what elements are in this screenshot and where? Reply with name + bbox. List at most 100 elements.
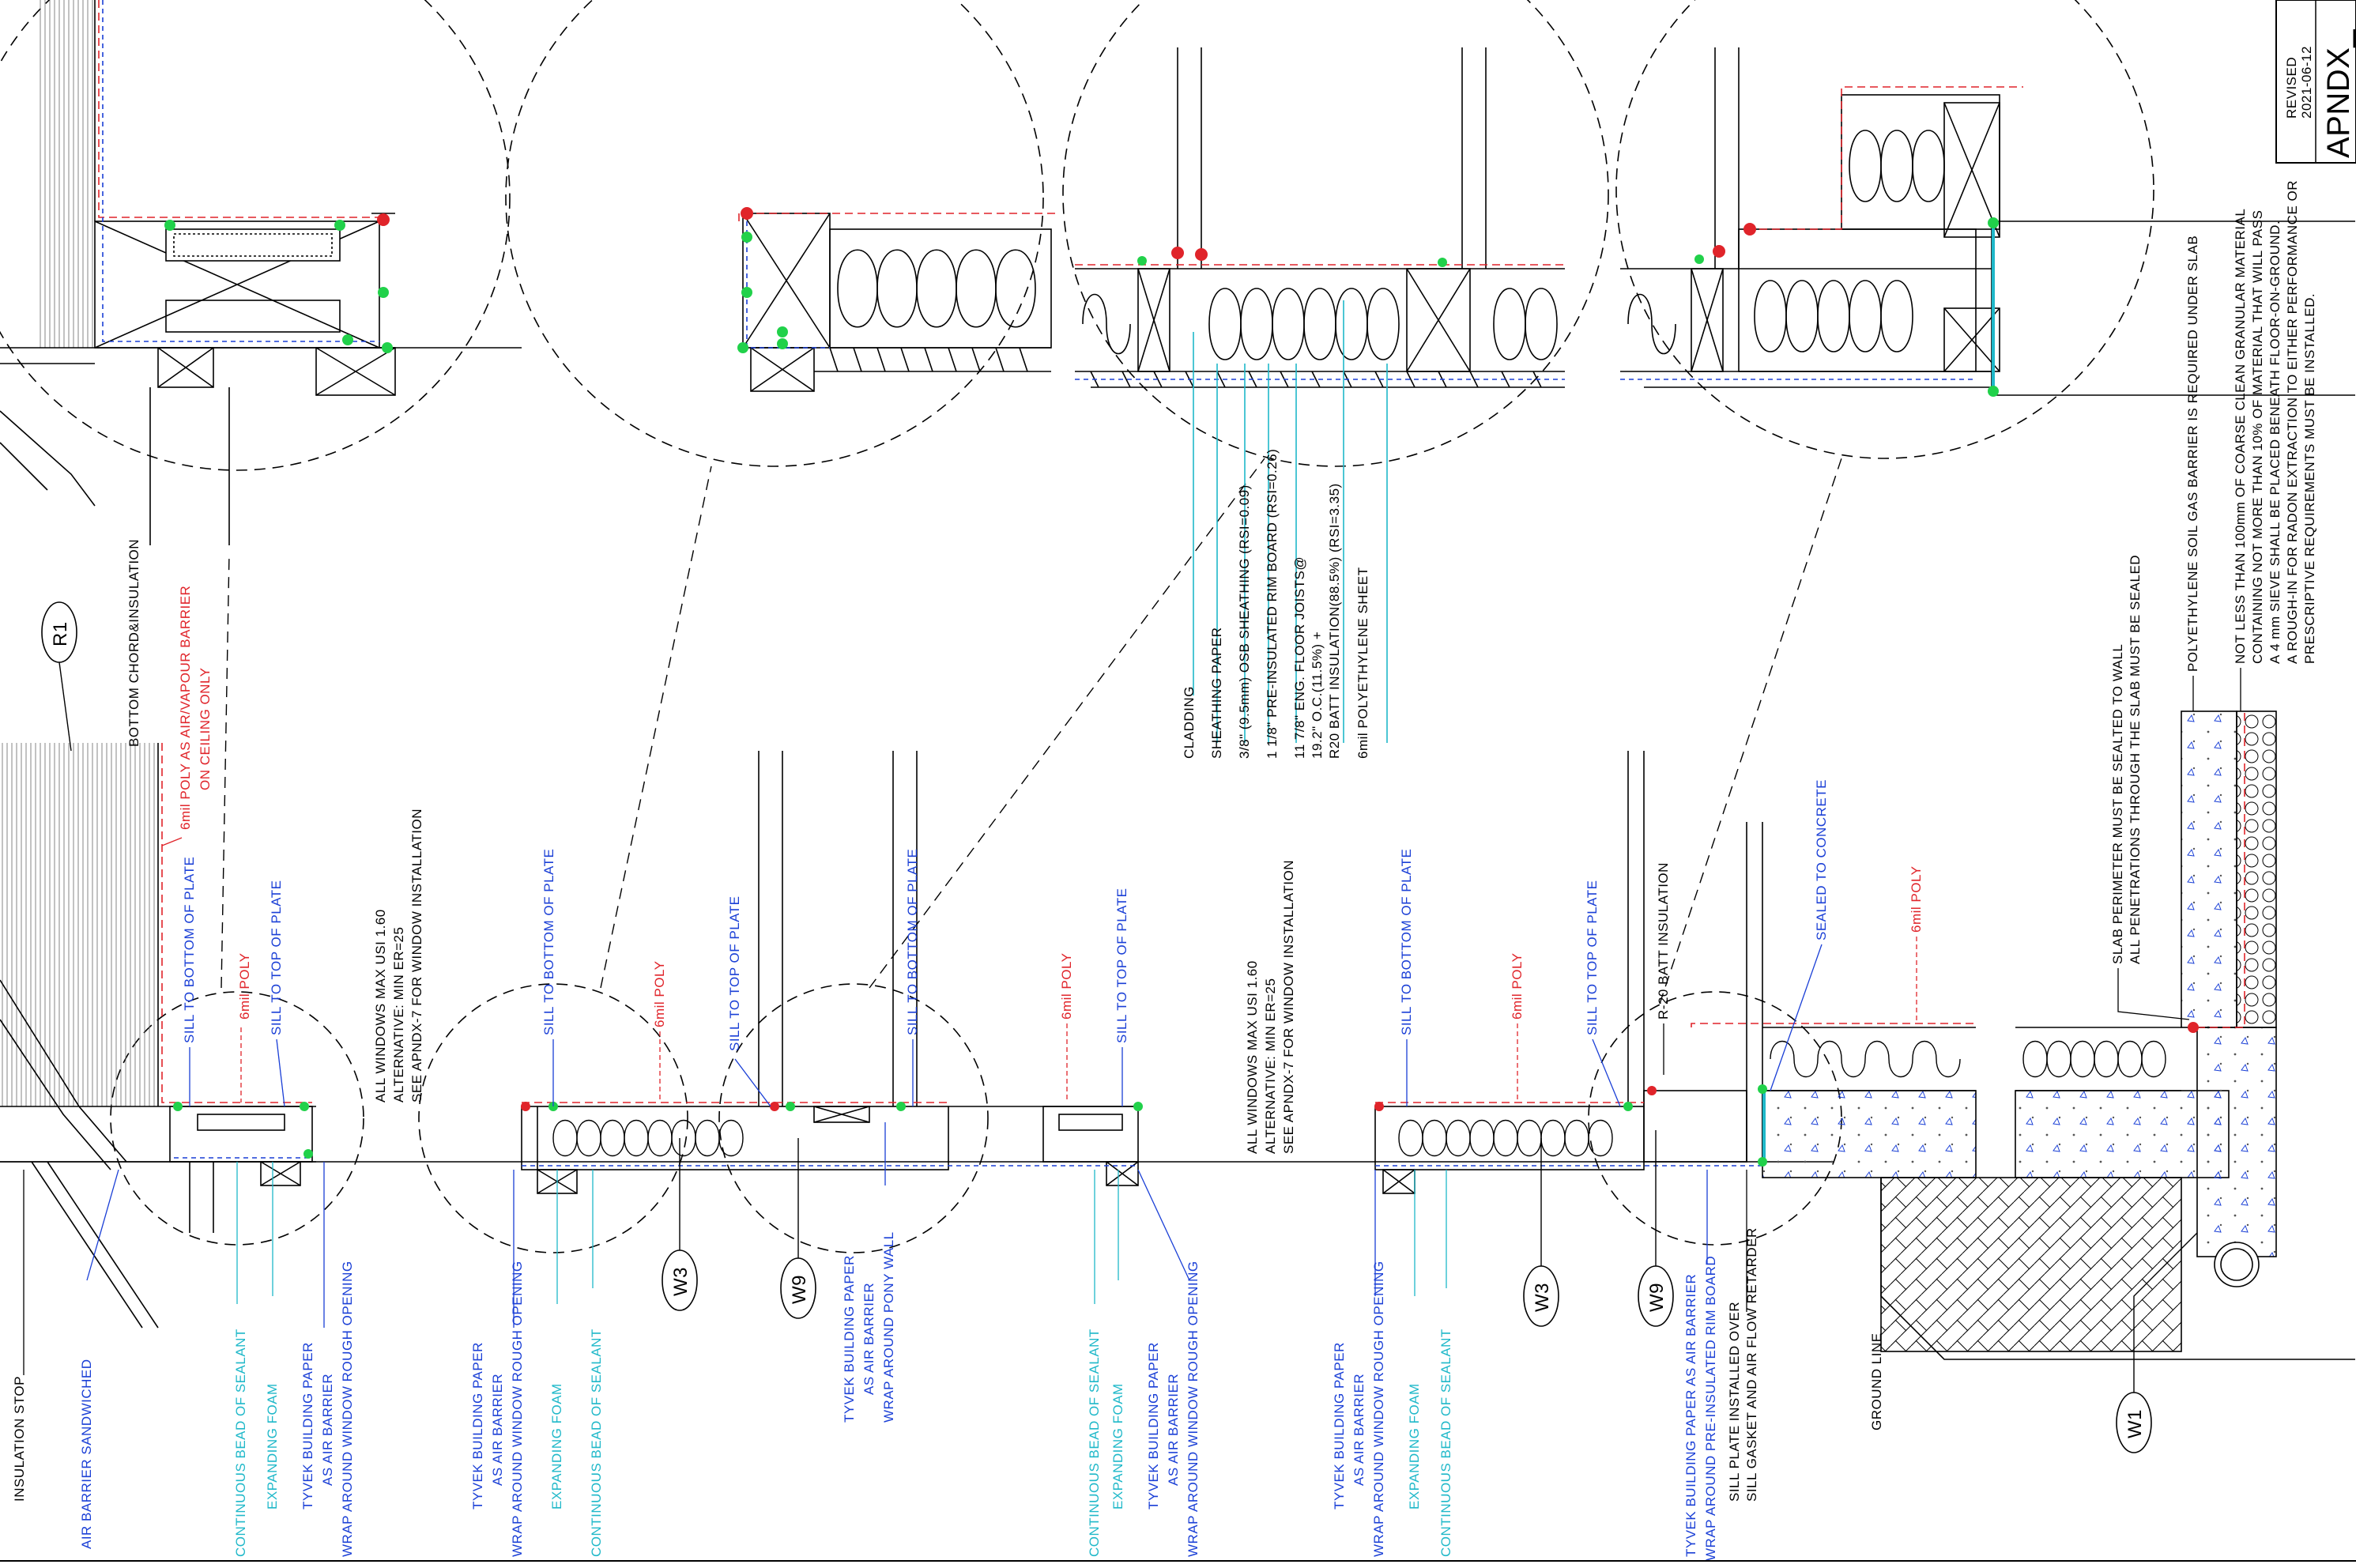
label-sill-bottom-1: SILL TO BOTTOM OF PLATE [182,857,197,1043]
label-leaders [23,668,2241,1375]
label-layer-sheathing-paper: SHEATHING PAPER [1209,627,1224,759]
label-granular-b: CONTAINING NOT MORE THAN 10% OF MATERIAL… [2250,210,2265,664]
label-expanding-foam-2: EXPANDING FOAM [549,1383,564,1510]
detail-1-content [0,0,522,545]
tag-w9-a: W9 [789,1275,810,1304]
label-tyvek-1c: WRAP AROUND WINDOW ROUGH OPENING [340,1261,355,1557]
label-expanding-foam-1: EXPANDING FOAM [265,1383,280,1510]
label-sill-plate-a: SILL PLATE INSTALLED OVER [1727,1302,1742,1502]
tag-bubbles [41,601,2152,1453]
detail-3-barriers [1075,264,1565,380]
label-slab-perimeter-b: ALL PENETRATIONS THROUGH THE SLAB MUST B… [2128,555,2143,964]
label-sill-bottom-4: SILL TO BOTTOM OF PLATE [1399,849,1414,1035]
detail-4-barriers [1620,86,2023,391]
label-tyvek-2c: WRAP AROUND WINDOW ROUGH OPENING [510,1261,525,1557]
label-tyvek-1b: AS AIR BARRIER [320,1374,335,1486]
label-windows-note-2a: ALL WINDOWS MAX USI 1.60 [1245,960,1260,1154]
label-granular-d: A ROUGH-IN FOR RADON EXTRACTION TO EITHE… [2285,180,2300,664]
label-continuous-bead-4: CONTINUOUS BEAD OF SEALANT [1438,1329,1453,1557]
label-tyvek-rim-b: WRAP AROUND PRE-INSULATED RIM BOARD [1703,1256,1718,1561]
label-layer-osb: 3/8" (9.5mm) OSB SHEATHING (RSI=0.09) [1237,484,1252,759]
detail-circle-4 [1615,0,2154,459]
labels: INSULATION STOP AIR BARRIER SANDWICHED C… [12,180,2317,1561]
detail-1-seal-dots [164,213,393,353]
revised-label: REVISED [2284,57,2299,119]
tag-bubble-text: R1 W3 W9 W3 W9 W1 [50,621,2146,1438]
label-windows-note-1b: ALTERNATIVE: MIN ER=25 [391,927,406,1102]
label-tyvek-3c: WRAP AROUND WINDOW ROUGH OPENING [1186,1261,1201,1557]
label-sealed-concrete: SEALED TO CONCRETE [1814,779,1829,940]
detail-circles [0,0,2154,1253]
wall-seal-dots [173,1022,2199,1167]
label-windows-note-1a: ALL WINDOWS MAX USI 1.60 [373,909,388,1102]
label-sill-top-4: SILL TO TOP OF PLATE [1585,880,1600,1035]
label-poly-5: 6mil POLY [1909,866,1924,933]
foundation [1762,710,2355,1360]
label-poly-3: 6mil POLY [1059,953,1074,1020]
label-air-barrier-sandwiched: AIR BARRIER SANDWICHED [79,1359,94,1549]
label-continuous-bead-3: CONTINUOUS BEAD OF SEALANT [1087,1329,1102,1557]
layer-leaders [1193,300,1388,743]
label-sill-top-1: SILL TO TOP OF PLATE [269,880,284,1035]
label-expanding-foam-3: EXPANDING FOAM [1110,1383,1125,1510]
label-sill-bottom-3: SILL TO BOTTOM OF PLATE [905,849,920,1035]
label-layer-poly-sheet: 6mil POLYETHYLENE SHEET [1355,567,1370,759]
label-continuous-bead-2: CONTINUOUS BEAD OF SEALANT [589,1329,604,1557]
detail-circle-1 [0,0,511,471]
bubble-leaders [58,662,2198,1393]
label-granular-a: NOT LESS THAN 100mm OF COARSE CLEAN GRAN… [2233,209,2248,664]
label-windows-note-1c: SEE APNDX-7 FOR WINDOW INSTALLATION [409,808,424,1102]
label-tyvek-2b: AS AIR BARRIER [490,1374,505,1486]
detail-2-seal-dots [737,207,788,353]
label-windows-note-2c: SEE APNDX-7 FOR WINDOW INSTALLATION [1281,860,1296,1154]
label-tyvek-rim-a: TYVEK BUILDING PAPER AS AIR BARRIER [1683,1274,1698,1557]
label-tyvek-4c: WRAP AROUND WINDOW ROUGH OPENING [1371,1261,1386,1557]
label-r20-batt: R-20 BATT INSULATION [1656,862,1671,1020]
label-poly-2: 6mil POLY [652,961,667,1028]
detail-2-content [742,213,1052,392]
label-sill-top-2: SILL TO TOP OF PLATE [727,896,742,1051]
detail-1-barriers [98,0,379,342]
detail-4-content [1620,47,2355,396]
wall-sections [0,751,2181,1233]
detail-4-seal-dots [1694,217,1999,397]
label-tyvek-pony-b: AS AIR BARRIER [861,1283,876,1395]
label-tyvek-3b: AS AIR BARRIER [1166,1374,1181,1486]
label-windows-note-2b: ALTERNATIVE: MIN ER=25 [1263,978,1278,1154]
label-tyvek-4a: TYVEK BUILDING PAPER [1332,1342,1347,1510]
detail-circle-3 [1062,0,1609,467]
label-poly-ceiling-a: 6mil POLY AS AIR/VAPOUR BARRIER [178,586,193,830]
label-sill-bottom-2: SILL TO BOTTOM OF PLATE [541,849,556,1035]
label-ground-line: GROUND LINE [1869,1332,1884,1430]
tag-w9-b: W9 [1646,1283,1668,1312]
callout-circle-3 [718,983,989,1253]
detail-circle-2 [505,0,1044,467]
roof-section [0,743,316,1329]
sheet-code: APNDX_ [2321,29,2356,158]
label-bottom-chord: BOTTOM CHORD&INSULATION [126,539,141,747]
label-tyvek-3a: TYVEK BUILDING PAPER [1146,1342,1161,1510]
label-poly-ceiling-b: ON CEILING ONLY [198,668,213,791]
label-insulation-stop: INSULATION STOP [12,1376,27,1502]
wall-barriers [161,711,2245,1167]
label-layer-joists-b: 19.2" O.C.(11.5%) + [1310,631,1325,759]
label-tyvek-pony-a: TYVEK BUILDING PAPER [842,1255,857,1423]
detail-2-batt [837,249,1036,328]
wall-batt-insulation [552,1040,2166,1157]
label-expanding-foam-4: EXPANDING FOAM [1407,1383,1422,1510]
label-poly-4: 6mil POLY [1510,953,1525,1020]
label-continuous-bead-1: CONTINUOUS BEAD OF SEALANT [233,1329,248,1557]
revised-date: 2021-06-12 [2299,46,2314,119]
label-sill-plate-b: SILL GASKET AND AIR FLOW RETARDER [1744,1227,1759,1502]
detail-3-content [1075,47,1565,388]
label-granular-c: A 4 mm SIEVE SHALL BE PLACED BENEATH FLO… [2267,220,2282,664]
tag-r1: R1 [50,621,71,646]
label-granular-e: PRESCRIPTIVE REQUIREMENTS MUST BE INSTAL… [2302,293,2317,664]
label-tyvek-2a: TYVEK BUILDING PAPER [470,1342,485,1510]
label-layer-rim: 1 1/8" PRE-INSULATED RIM BOARD (RSI=0.26… [1265,449,1280,759]
tag-w3-a: W3 [670,1267,692,1296]
label-tyvek-pony-c: WRAP AROUND PONY WALL [881,1231,896,1423]
label-sill-top-3: SILL TO TOP OF PLATE [1114,888,1129,1043]
tag-w3-b: W3 [1532,1283,1553,1312]
